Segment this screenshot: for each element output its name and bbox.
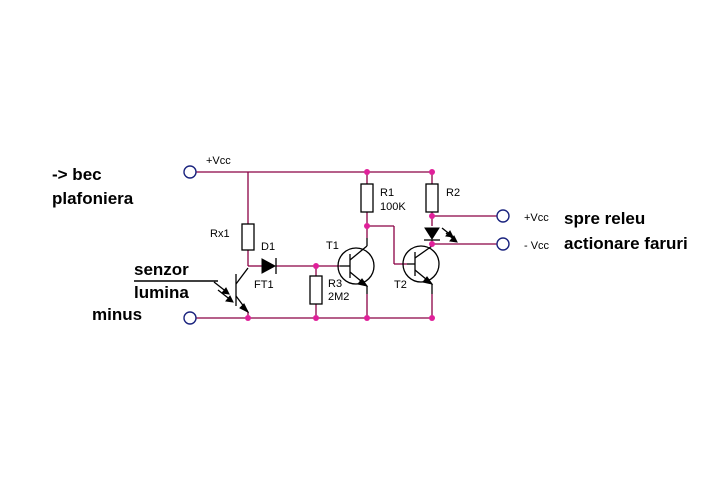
resistor-r1	[360, 183, 374, 213]
label-r3: R3	[328, 278, 342, 290]
label-minus: minus	[92, 305, 142, 324]
junction-nodes	[245, 169, 435, 321]
label-actionare-faruri: actionare faruri	[564, 234, 688, 253]
label-r1-value: 100K	[380, 201, 406, 213]
vcc-plus-output-terminal	[496, 209, 510, 223]
label-lumina: lumina	[134, 283, 189, 302]
label-plafoniera: plafoniera	[52, 189, 134, 208]
resistor-r3	[309, 275, 323, 305]
resistor-rx1	[241, 223, 255, 251]
transistor-t1	[337, 226, 375, 294]
label-vcc-top: +Vcc	[206, 155, 231, 167]
label-r3-value: 2M2	[328, 291, 349, 303]
phototransistor-ft1	[213, 267, 250, 318]
transistor-t2	[402, 245, 440, 294]
label-t1: T1	[326, 240, 339, 252]
vcc-minus-output-terminal	[496, 237, 510, 251]
label-t2: T2	[394, 279, 407, 291]
minus-input-terminal	[183, 311, 197, 325]
label-r2: R2	[446, 187, 460, 199]
diode-d1	[261, 258, 277, 274]
label-senzor: senzor	[134, 260, 189, 279]
resistor-r2	[425, 183, 439, 213]
vcc-input-terminal	[183, 165, 197, 179]
label-rx1: Rx1	[210, 228, 230, 240]
wires	[196, 171, 497, 319]
led-indicator	[424, 227, 458, 243]
label-spre-releu: spre releu	[564, 209, 645, 228]
label-bec: -> bec	[52, 165, 102, 184]
label-r1: R1	[380, 187, 394, 199]
label-d1: D1	[261, 241, 275, 253]
label-ft1: FT1	[254, 279, 274, 291]
label-vcc-minus-out: - Vcc	[524, 240, 550, 252]
label-vcc-plus-out: +Vcc	[524, 212, 549, 224]
